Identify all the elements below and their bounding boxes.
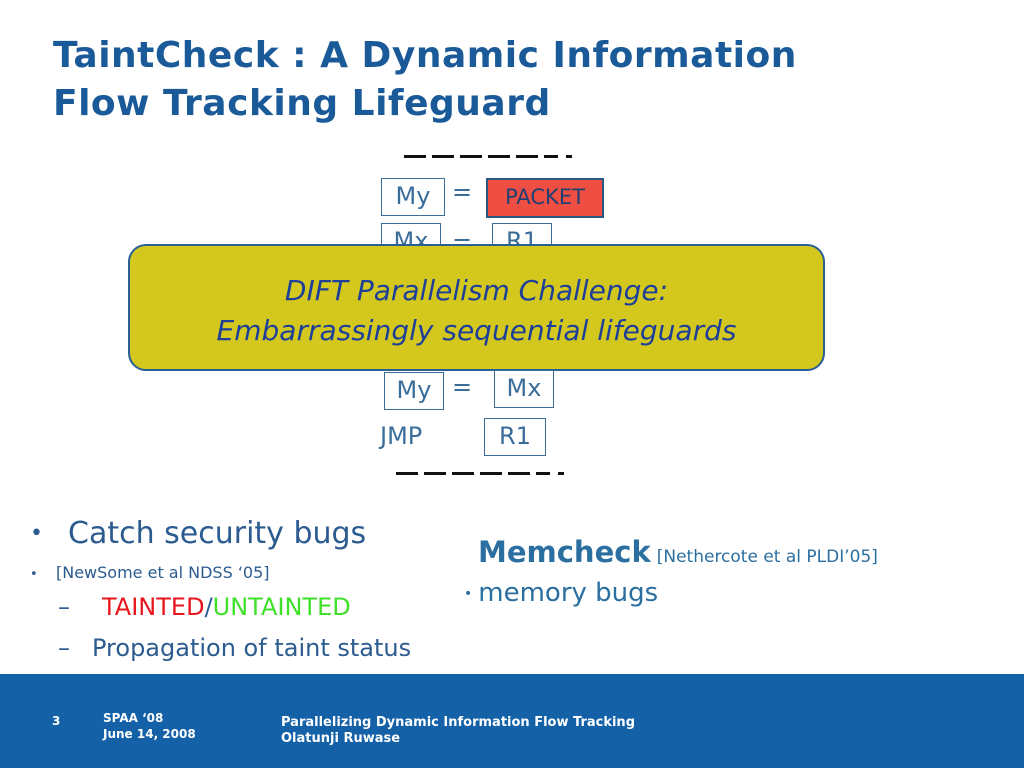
callout-line-2: Embarrassingly sequential lifeguards <box>216 314 737 347</box>
bullet-glyph: • <box>30 567 38 582</box>
memcheck-name: Memcheck <box>478 535 651 569</box>
conference-name: SPAA ‘08 <box>103 711 164 725</box>
subbullet-taint-labels: – TAINTED/UNTAINTED <box>58 592 351 622</box>
memory-bugs-text: memory bugs <box>478 578 659 608</box>
footer-conference-block: SPAA ‘08 June 14, 2008 <box>103 710 196 742</box>
slide-footer: 3 SPAA ‘08 June 14, 2008 Parallelizing D… <box>0 674 1024 768</box>
jmp-instruction: JMP <box>380 422 423 450</box>
reference-text: [NewSome et al NDSS ‘05] <box>56 563 270 582</box>
bullet-glyph: • <box>464 585 473 602</box>
code-row3-lhs: My <box>384 372 444 410</box>
dash-glyph: – <box>58 634 70 662</box>
packet-box: PACKET <box>486 178 604 218</box>
slide-title-line-1: TaintCheck : A Dynamic Information <box>53 35 797 76</box>
subbullet-propagation: –Propagation of taint status <box>58 633 411 663</box>
conference-date: June 14, 2008 <box>103 727 196 741</box>
code-row3-rhs: Mx <box>494 370 554 408</box>
bullet-catch-security-bugs: • Catch security bugs <box>30 514 366 554</box>
dash-glyph: – <box>58 593 70 621</box>
code-row1-lhs: My <box>381 178 445 216</box>
jmp-target-box: R1 <box>484 418 546 456</box>
propagation-text: Propagation of taint status <box>92 634 412 662</box>
bullet-memory-bugs: • memory bugs <box>464 577 658 610</box>
slide-title: TaintCheck : A Dynamic Information Flow … <box>53 32 953 128</box>
bullet-text: Catch security bugs <box>68 516 367 551</box>
callout-line-1: DIFT Parallelism Challenge: <box>284 274 669 307</box>
memcheck-heading: Memcheck[Nethercote et al PLDI’05] <box>478 534 878 575</box>
dift-challenge-callout: DIFT Parallelism Challenge: Embarrassing… <box>128 244 825 371</box>
bullet-newsome-reference: • [NewSome et al NDSS ‘05] <box>30 562 270 586</box>
slide-number: 3 <box>52 714 61 728</box>
talk-author: Olatunji Ruwase <box>281 731 401 746</box>
code-row1-op: = <box>452 178 473 206</box>
untainted-label: UNTAINTED <box>212 593 351 621</box>
memcheck-citation: [Nethercote et al PLDI’05] <box>656 547 878 567</box>
slide-title-line-2: Flow Tracking Lifeguard <box>53 83 551 124</box>
footer-talk-block: Parallelizing Dynamic Information Flow T… <box>281 715 635 747</box>
code-row3-op: = <box>452 373 473 401</box>
bullet-glyph: • <box>30 521 43 546</box>
slash-separator: / <box>204 593 213 621</box>
tainted-label: TAINTED <box>102 593 205 621</box>
talk-title: Parallelizing Dynamic Information Flow T… <box>281 715 635 730</box>
